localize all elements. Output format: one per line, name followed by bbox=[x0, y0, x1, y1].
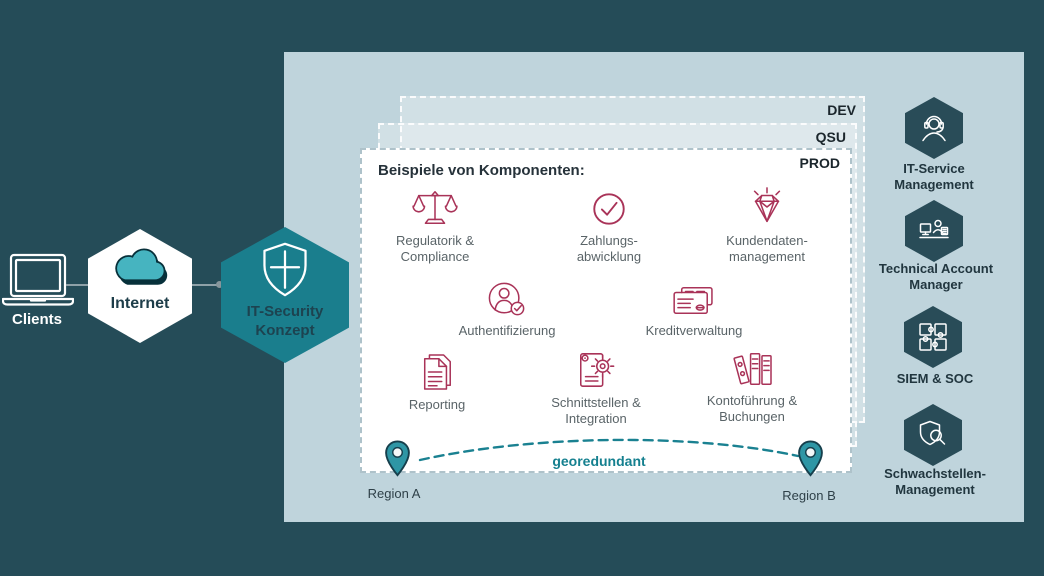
it-security-label: IT-Security Konzept bbox=[246, 303, 324, 339]
component-label: Schnittstellen & Integration bbox=[551, 395, 641, 426]
check-circle-icon bbox=[593, 193, 625, 225]
report-document-icon bbox=[423, 354, 451, 390]
laptop-icon bbox=[2, 253, 74, 306]
scales-icon bbox=[412, 191, 458, 224]
component-authentifizierung: Authentifizierung bbox=[422, 280, 592, 339]
cloud-icon bbox=[115, 248, 168, 285]
connector-internet-security bbox=[192, 284, 224, 286]
component-kundendaten: Kundendaten- management bbox=[682, 186, 852, 265]
diamond-icon bbox=[753, 187, 781, 223]
ledger-books-icon bbox=[733, 353, 772, 385]
components-heading: Beispiele von Komponenten: bbox=[378, 162, 585, 179]
internet-hexagon: Internet bbox=[88, 229, 192, 343]
credit-cards-icon bbox=[673, 287, 713, 315]
shield-cross-icon bbox=[263, 242, 307, 297]
georedundant-arc bbox=[418, 438, 800, 462]
component-kreditverwaltung: Kreditverwaltung bbox=[609, 284, 779, 339]
sidebar-label-it-service: IT-Service Management bbox=[894, 161, 974, 192]
sidebar-label-tam: Technical Account Manager bbox=[878, 261, 994, 292]
connector-dot bbox=[216, 281, 223, 288]
component-zahlungsabwicklung: Zahlungs- abwicklung bbox=[524, 190, 694, 265]
shield-magnifier-icon bbox=[919, 420, 946, 446]
component-label: Kontoführung & Buchungen bbox=[706, 393, 798, 424]
clients-label: Clients bbox=[11, 311, 63, 328]
region-b-pin-icon bbox=[798, 440, 823, 477]
account-manager-desk-icon bbox=[919, 219, 949, 239]
env-card-prod: PROD Beispiele von Komponenten: Regulato… bbox=[360, 148, 852, 477]
component-label: Authentifizierung bbox=[458, 323, 556, 338]
component-reporting: Reporting bbox=[352, 352, 522, 413]
component-kontofuehrung: Kontoführung & Buchungen bbox=[667, 350, 837, 425]
document-gear-icon bbox=[580, 353, 615, 387]
connector-clients-internet bbox=[66, 284, 90, 286]
puzzle-icon bbox=[919, 323, 947, 351]
sidebar-label-siem: SIEM & SOC bbox=[896, 371, 974, 386]
georedundant-label: georedundant bbox=[552, 453, 646, 469]
component-label: Regulatorik & Compliance bbox=[395, 233, 475, 264]
region-b-label: Region B bbox=[782, 488, 836, 503]
component-label: Kreditverwaltung bbox=[645, 323, 743, 338]
sidebar-label-schwachstellen: Schwachstellen- Management bbox=[884, 466, 986, 497]
component-label: Kundendaten- management bbox=[726, 233, 808, 264]
env-label-qsu: QSU bbox=[815, 129, 846, 145]
internet-label: Internet bbox=[110, 295, 170, 312]
component-label: Reporting bbox=[408, 397, 466, 412]
region-a-label: Region A bbox=[367, 486, 421, 501]
component-schnittstellen: Schnittstellen & Integration bbox=[511, 350, 681, 427]
component-label: Zahlungs- abwicklung bbox=[576, 233, 642, 264]
env-label-prod: PROD bbox=[799, 155, 840, 171]
user-check-icon bbox=[488, 282, 525, 316]
headset-agent-icon bbox=[922, 115, 946, 142]
component-regulatorik: Regulatorik & Compliance bbox=[350, 188, 520, 265]
env-label-dev: DEV bbox=[827, 102, 856, 118]
region-a-pin-icon bbox=[385, 440, 410, 477]
